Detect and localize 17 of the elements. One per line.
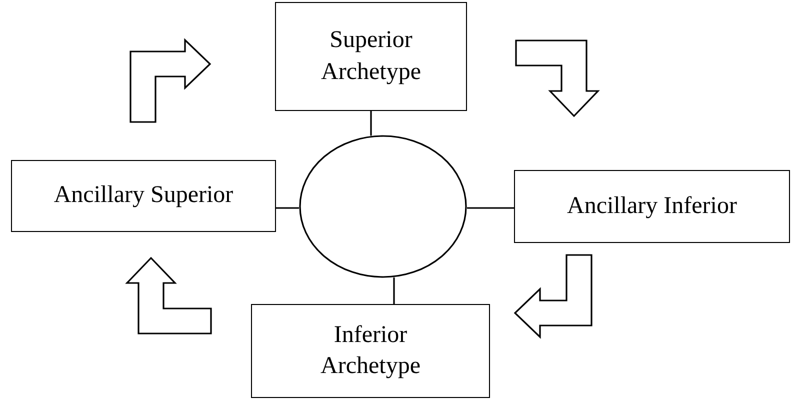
connector-line — [370, 111, 372, 136]
ellipse-shape — [299, 135, 467, 278]
block-arrow — [125, 256, 212, 334]
box-label: Superior Archetype — [320, 26, 422, 86]
block-arrow — [130, 38, 212, 123]
box-label: Inferior Archetype — [320, 320, 422, 381]
block-arrow — [515, 40, 600, 118]
process-box — [514, 170, 790, 243]
box-label: Ancillary Superior — [54, 181, 234, 210]
connector-line — [393, 277, 395, 304]
process-box — [275, 2, 467, 111]
process-box — [251, 304, 490, 398]
connector-line — [276, 207, 299, 209]
box-label: Ancillary Inferior — [567, 192, 737, 221]
connector-line — [467, 207, 514, 209]
process-box — [11, 160, 276, 232]
block-arrow — [514, 254, 592, 339]
